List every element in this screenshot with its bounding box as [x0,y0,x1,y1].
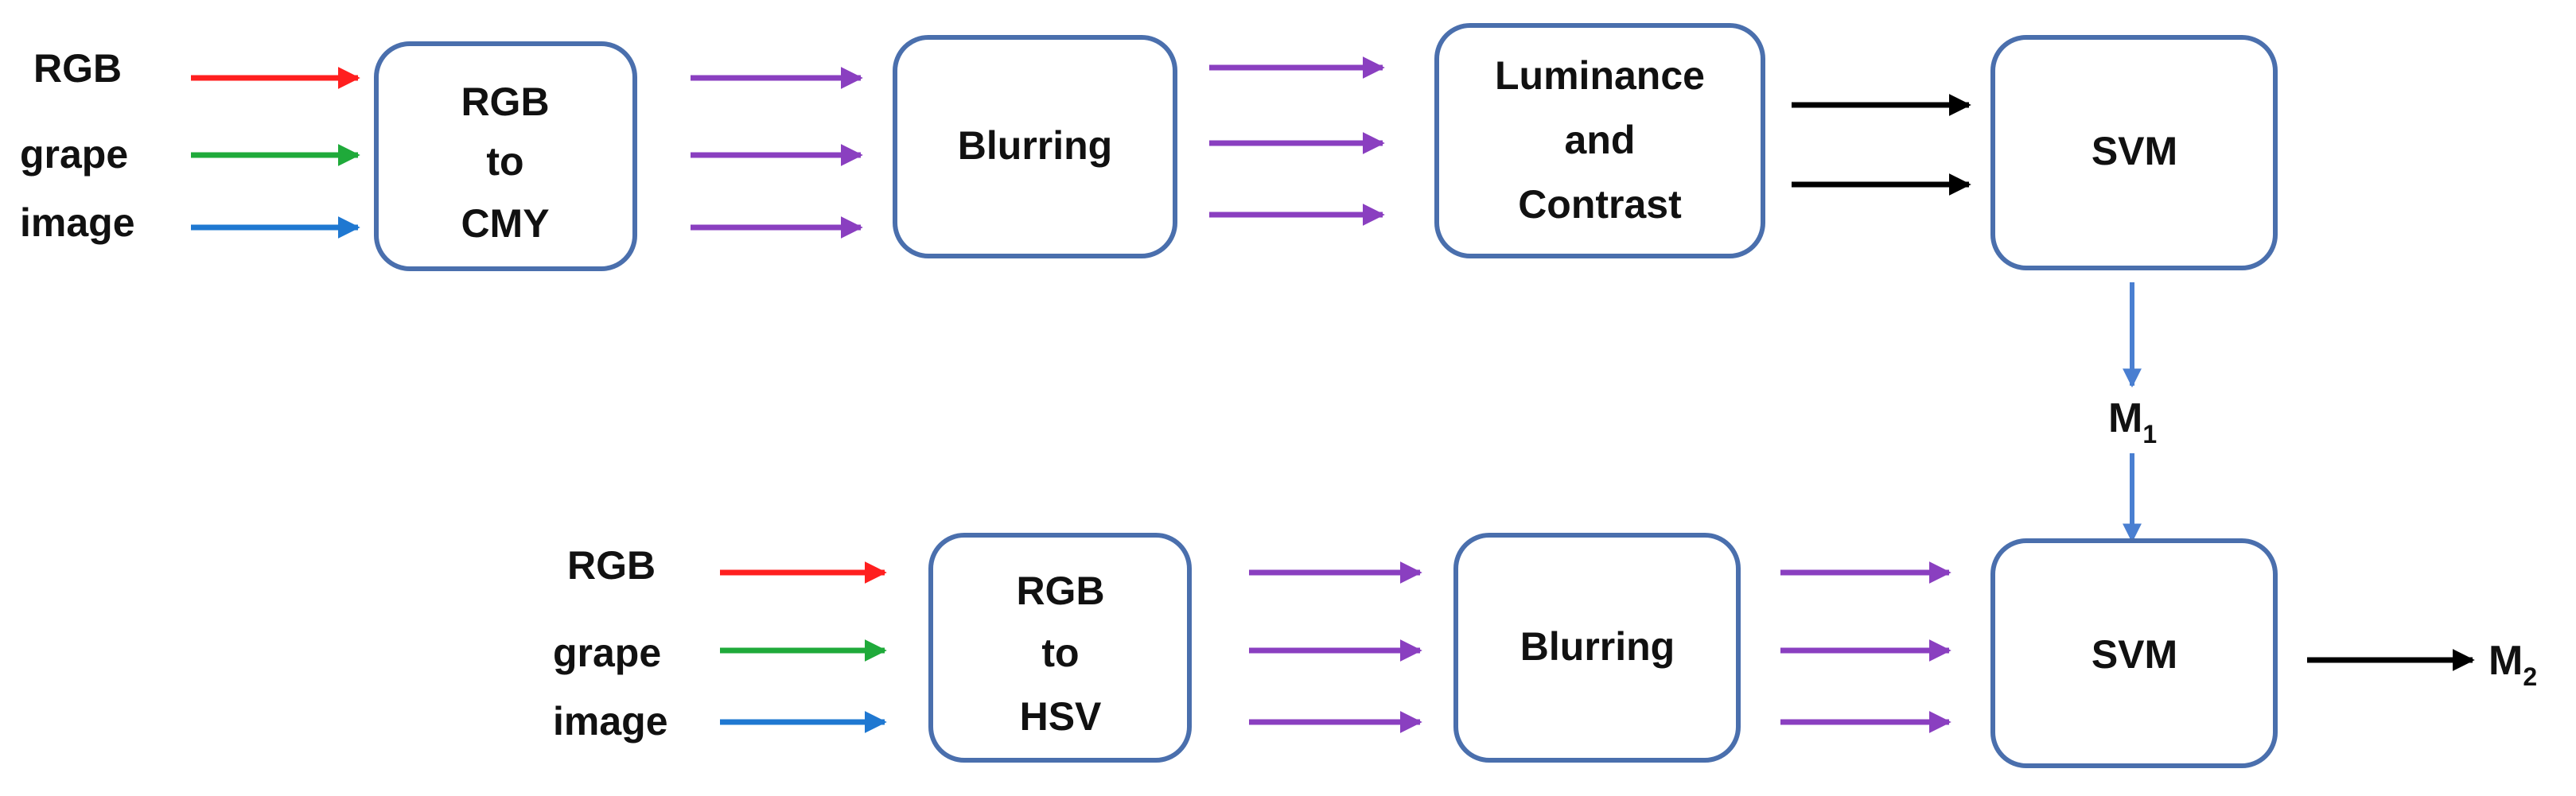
top-input-label-line-1: RGB [33,46,122,91]
top-input-label-line-2: grape [20,132,128,177]
bottom-svm-label: SVM [2092,632,2177,677]
top-input-label: RGB grape image [20,46,135,245]
bottom-input-label: RGB grape image [553,543,668,744]
rgb-to-hsv-box: RGB to HSV [928,533,1192,763]
top-blurring-box: Blurring [893,35,1177,258]
rgb-to-hsv-line-1: RGB [1016,569,1104,613]
m2-label: M2 [2488,638,2537,691]
top-svm-label: SVM [2092,129,2177,173]
top-blurring-label: Blurring [958,123,1112,168]
rgb-to-cmy-box: RGB to CMY [374,41,637,271]
rgb-to-cmy-line-2: to [486,139,523,184]
bottom-blurring-box: Blurring [1453,533,1741,763]
rgb-to-cmy-line-3: CMY [461,201,549,246]
rgb-to-hsv-line-2: to [1041,631,1079,675]
bottom-input-label-line-1: RGB [567,543,656,588]
luminance-contrast-line-1: Luminance [1495,53,1705,98]
bottom-input-label-line-2: grape [553,631,661,675]
m1-label: M1 [2108,395,2157,448]
luminance-contrast-line-2: and [1565,118,1636,162]
bottom-input-label-line-3: image [553,699,668,744]
luminance-contrast-line-3: Contrast [1518,182,1682,227]
bottom-svm-box: SVM [1990,538,2278,768]
luminance-contrast-box: Luminance and Contrast [1434,23,1765,258]
bottom-blurring-label: Blurring [1520,624,1675,669]
rgb-to-cmy-line-1: RGB [461,80,549,124]
rgb-to-hsv-line-3: HSV [1020,694,1102,739]
top-input-label-line-3: image [20,200,135,245]
top-svm-box: SVM [1990,35,2278,270]
